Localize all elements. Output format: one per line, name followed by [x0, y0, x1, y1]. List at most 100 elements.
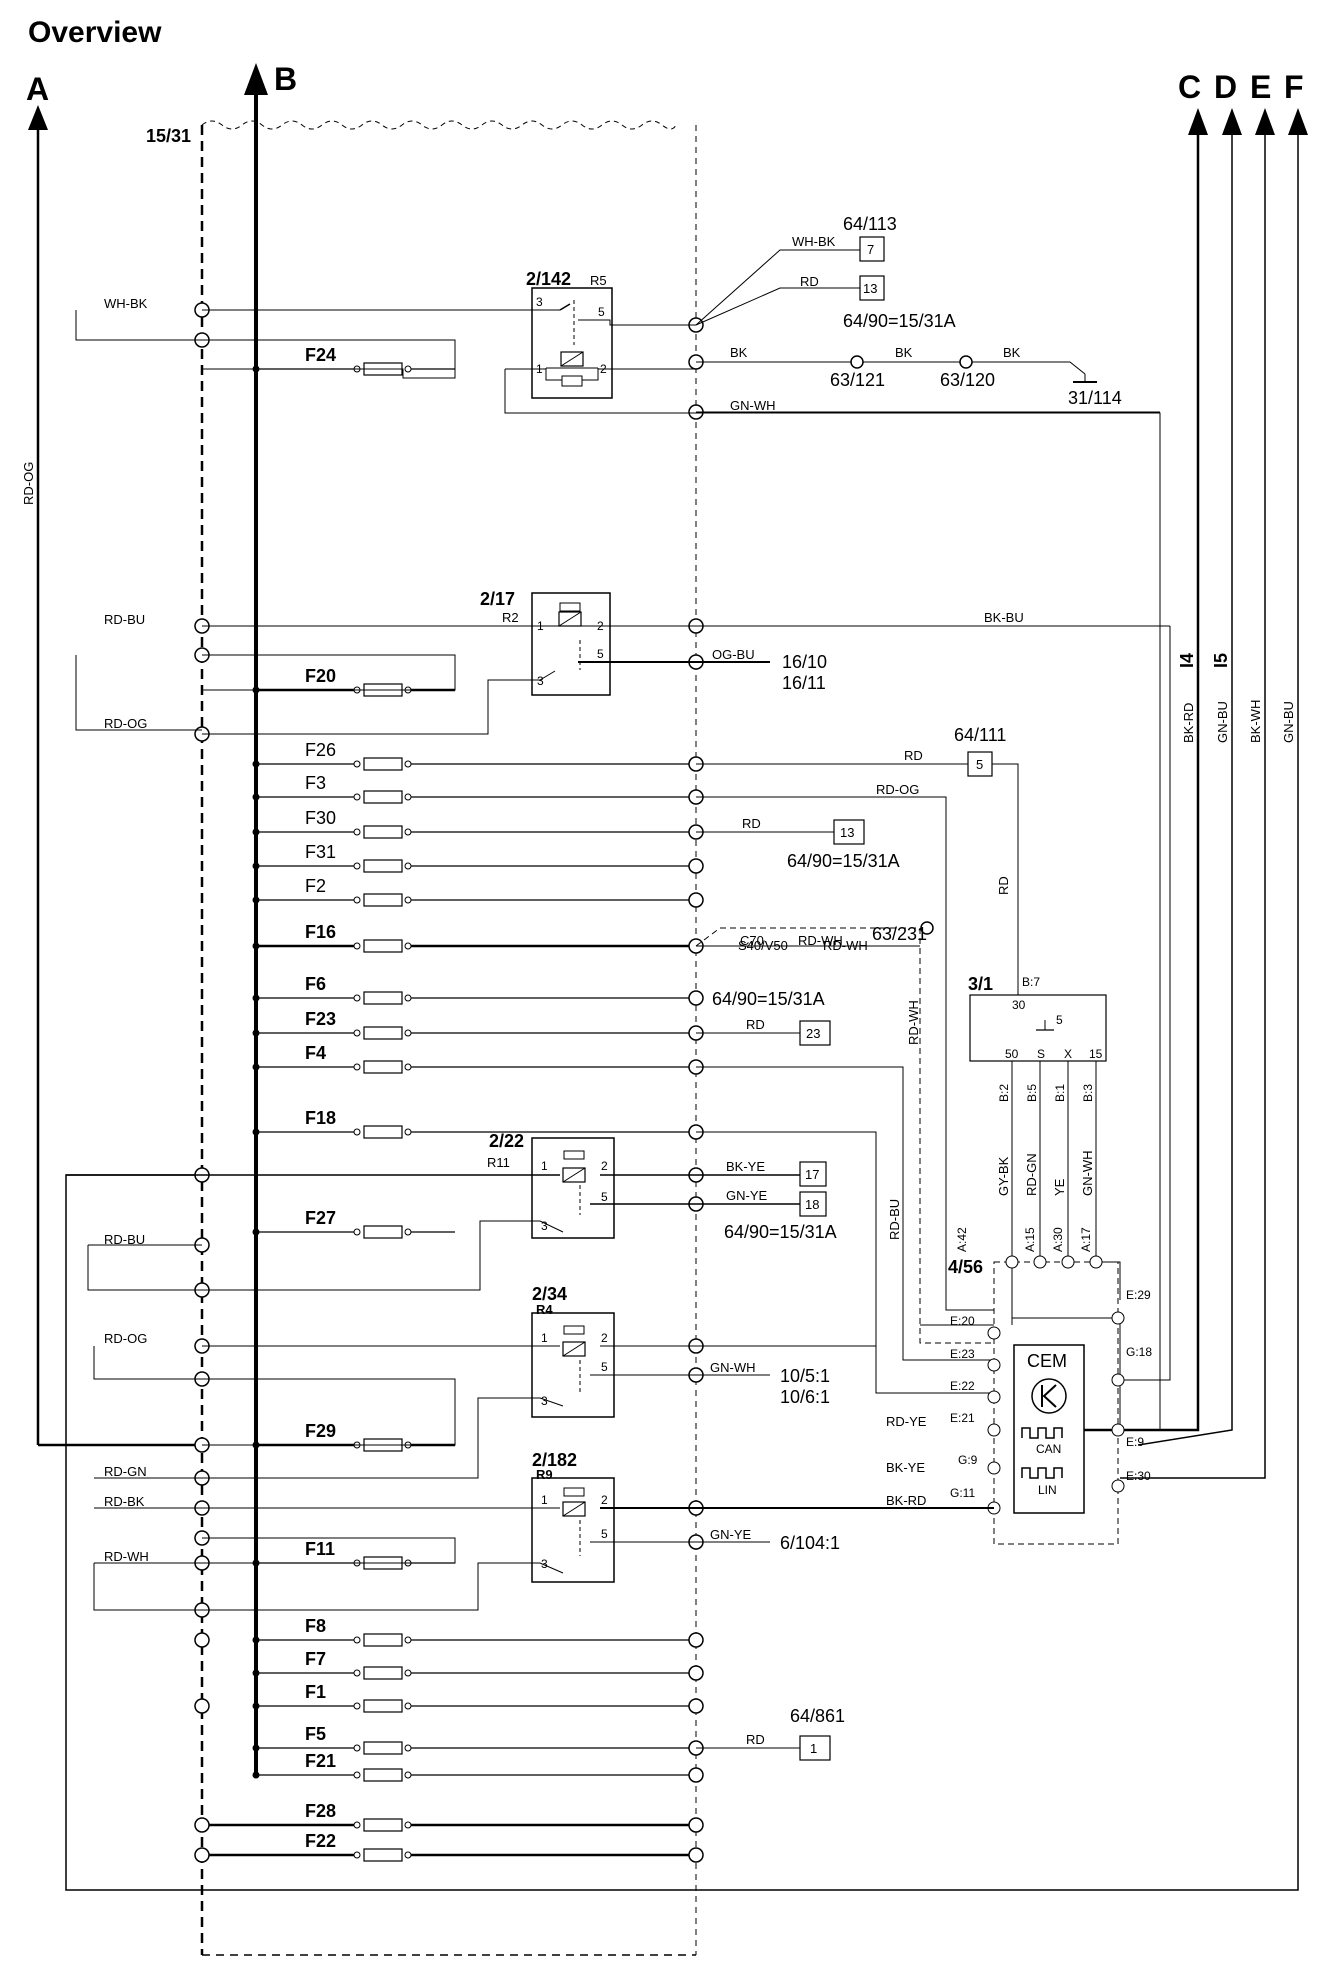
box-23-label: 23: [806, 1026, 820, 1041]
relay-2-17-pin1: 1: [537, 619, 544, 633]
wire-bk-3: BK: [1003, 345, 1021, 360]
wire-rd-wh-1: RD-WH: [798, 933, 843, 948]
switch-ts: S: [1037, 1047, 1045, 1061]
relay-2-182-pin5: 5: [601, 1527, 608, 1541]
ref-64-111: 64/111: [954, 725, 1006, 745]
cem-lin: LIN: [1038, 1483, 1057, 1497]
fuse-row-f31: F31: [252, 842, 696, 873]
relay-2-142-pin3: 3: [536, 295, 543, 309]
ground-splice-icon: [959, 355, 973, 369]
switch-b1: B:1: [1053, 1084, 1067, 1102]
wire-wh-bk-2: WH-BK: [792, 234, 836, 249]
terminal-right: [688, 1817, 704, 1833]
connector-d-label: D: [1214, 69, 1237, 105]
wire-c-label: BK-RD: [1181, 703, 1196, 743]
wire-rd-og-3: RD-OG: [104, 1331, 147, 1346]
fuse-label-f27: F27: [305, 1208, 336, 1228]
wire-rd-gn-2: RD-GN: [1024, 1153, 1039, 1196]
terminal-left: [194, 1847, 210, 1863]
relay-2-142-pin2: 2: [600, 362, 607, 376]
relay-2-34: [93, 1312, 876, 1479]
fuse-label-f16: F16: [305, 922, 336, 942]
arrow-a-icon: [28, 105, 48, 130]
relay-2-142-outputs: [695, 249, 1160, 413]
wire-rd-wh-2: RD-WH: [823, 938, 868, 953]
box-13b: [833, 819, 865, 845]
relay-2-22-id: 2/22: [489, 1131, 524, 1151]
wire-bk-rd-2: BK-RD: [886, 1493, 926, 1508]
connector-e-label: E: [1250, 69, 1271, 105]
fuse-icon: [363, 1768, 403, 1782]
relay-2-142-tag: R5: [590, 273, 607, 288]
wire-gn-ye-1: GN-YE: [726, 1188, 768, 1203]
fuse-icon: [363, 757, 403, 771]
ref-10-5: 10/5:1: [780, 1366, 830, 1386]
fuse-row-f23: F23: [252, 1009, 696, 1040]
relay-2-182-pin3: 3: [541, 1557, 548, 1571]
fuse-row-f30: F30: [252, 808, 696, 839]
wire-a-label: RD-OG: [21, 462, 36, 505]
bus-i5-label: I5: [1211, 653, 1231, 668]
fuse-label-f5: F5: [305, 1724, 326, 1744]
switch-tx: X: [1064, 1047, 1072, 1061]
cem-e21: E:21: [950, 1411, 975, 1425]
wire-rd-5: RD: [996, 876, 1011, 895]
wire-rd-wh-4: RD-WH: [104, 1549, 149, 1564]
fuse-box-label: 15/31: [146, 126, 191, 146]
cem-a17: A:17: [1079, 1227, 1093, 1252]
fuse-row-f24: F24: [252, 345, 455, 376]
wire-gn-wh-3: GN-WH: [710, 1360, 756, 1375]
terminal-right: [688, 1632, 704, 1648]
fuse-icon: [363, 1818, 403, 1832]
terminal-right: [688, 1847, 704, 1863]
wire-gn-ye-2: GN-YE: [710, 1527, 752, 1542]
ref-31-114: 31/114: [1068, 388, 1122, 408]
relay-2-34-id: 2/34: [532, 1284, 567, 1304]
terminals: [194, 302, 704, 1863]
fuse-icon: [363, 1741, 403, 1755]
box-5-label: 5: [976, 757, 983, 772]
arrow-d-icon: [1222, 108, 1242, 135]
fuse-label-f18: F18: [305, 1108, 336, 1128]
arrow-b-icon: [244, 63, 268, 95]
ref-64-90-b: 64/90=15/31A: [787, 851, 900, 871]
relay-2-22: [66, 1137, 800, 1291]
box-23: [799, 1020, 831, 1046]
relay-2-142-id: 2/142: [526, 269, 571, 289]
cem-a30: A:30: [1051, 1227, 1065, 1252]
fuse-icon: [363, 825, 403, 839]
ref-64-90-c: 64/90=15/31A: [712, 989, 825, 1009]
fuse-row-f21: F21: [252, 1751, 696, 1782]
wire-rd-3: RD: [742, 816, 761, 831]
cem-e9: E:9: [1126, 1435, 1144, 1449]
switch-b2: B:2: [997, 1084, 1011, 1102]
fuse-label-f28: F28: [305, 1801, 336, 1821]
relay-2-182: [93, 1477, 994, 1611]
fuse-label-f1: F1: [305, 1682, 326, 1702]
relay-2-34-pin2: 2: [601, 1331, 608, 1345]
fuse-icon: [363, 939, 403, 953]
relay-2-182-tag: R9: [536, 1467, 553, 1482]
fuse-row-f26: F26: [252, 740, 696, 771]
cem-name: CEM: [1027, 1351, 1067, 1371]
terminal-right: [688, 1767, 704, 1783]
ref-6-104: 6/104:1: [780, 1533, 840, 1553]
wire-e-label: BK-WH: [1248, 700, 1263, 743]
fuse-row-f7: F7: [252, 1649, 696, 1680]
cem-module: [993, 1261, 1119, 1545]
fuse-row-f27: F27: [252, 1208, 455, 1239]
fuse-label-f30: F30: [305, 808, 336, 828]
wire-f-label: GN-BU: [1281, 701, 1296, 743]
fuse-label-f7: F7: [305, 1649, 326, 1669]
terminal-right: [688, 892, 704, 908]
cem-e23: E:23: [950, 1347, 975, 1361]
wire-d-label: GN-BU: [1215, 701, 1230, 743]
box-13a-label: 13: [863, 281, 877, 296]
ref-64-90-d: 64/90=15/31A: [724, 1222, 837, 1242]
wire-bk-ye-2: BK-YE: [886, 1460, 925, 1475]
ground-splice-icon: [850, 355, 864, 369]
relay-2-17: [75, 592, 1171, 1381]
relay-2-182-pin2: 2: [601, 1493, 608, 1507]
switch-b5: B:5: [1025, 1084, 1039, 1102]
